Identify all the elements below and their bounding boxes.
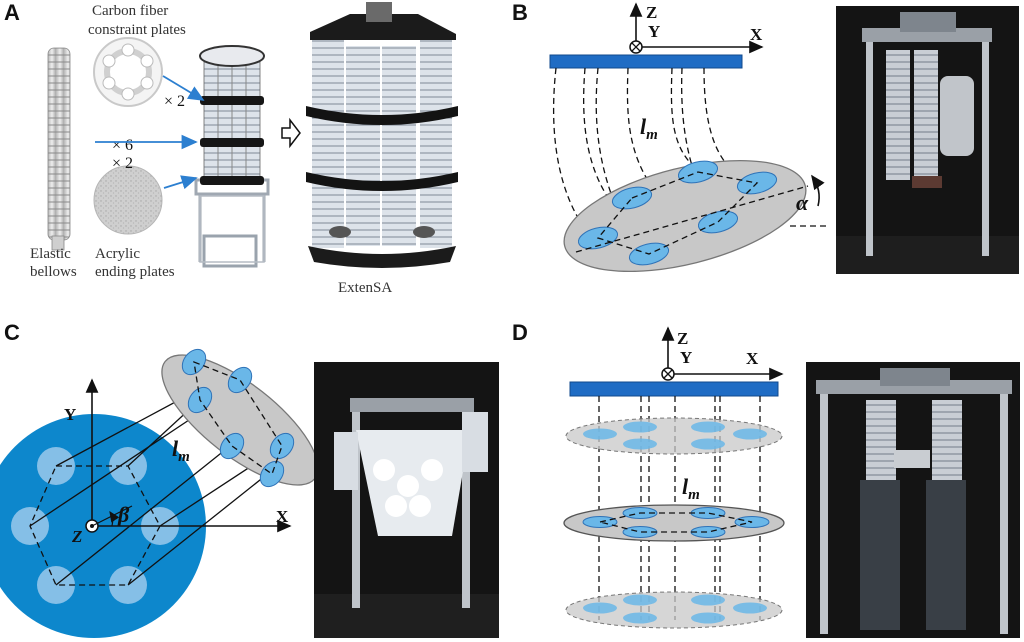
panel-letter-d: D	[512, 320, 528, 345]
b-z-label: Z	[646, 3, 657, 22]
panel-letter-b: B	[512, 0, 528, 25]
c-z-label: Z	[71, 527, 82, 546]
b-x-label: X	[750, 25, 763, 44]
multiplier-bottom: × 2	[112, 155, 133, 172]
b-top-plate	[549, 54, 743, 69]
extensa-assembled-image	[306, 2, 458, 268]
c-x-label: X	[276, 507, 289, 526]
b-y-label: Y	[648, 22, 660, 41]
acrylic-label-line1: Acrylic	[95, 246, 140, 262]
multiplier-middle: × 6	[112, 137, 133, 154]
d-top-plate	[569, 381, 779, 397]
c-photo	[314, 362, 499, 638]
b-y-axis-icon	[629, 40, 643, 54]
d-plate-middle	[563, 504, 785, 542]
panel-letter-a: A	[4, 0, 20, 25]
c-lm-label: lm	[172, 436, 190, 465]
d-x-label: X	[746, 349, 759, 368]
carbon-label-line2: constraint plates	[88, 22, 186, 38]
c-beta-arc	[109, 511, 120, 527]
d-plate-top	[565, 417, 783, 455]
b-alpha-label: α	[796, 190, 809, 215]
elastic-bellows-image	[47, 47, 71, 251]
d-y-axis-icon	[661, 367, 675, 381]
c-tilted-plate	[161, 348, 319, 488]
d-z-label: Z	[677, 329, 688, 348]
elastic-label-line1: Elastic	[30, 246, 71, 262]
carbon-label-line1: Carbon fiber	[92, 3, 168, 19]
b-bottom-plate	[563, 159, 809, 273]
b-lm-label: lm	[640, 114, 658, 143]
c-y-label: Y	[64, 405, 76, 424]
acrylic-plate-image	[93, 165, 163, 235]
panel-letter-c: C	[4, 320, 20, 345]
panel-a: A Carbon fiber constraint plates Elastic…	[4, 0, 458, 296]
elastic-label-line2: bellows	[30, 264, 77, 280]
multiplier-top: × 2	[164, 93, 185, 110]
b-alpha-arrow	[811, 174, 825, 207]
d-lm-label: lm	[682, 474, 700, 503]
extensa-label: ExtenSA	[338, 280, 392, 296]
c-z-axis-icon	[85, 519, 99, 533]
assembly-arrow-icon	[281, 117, 301, 149]
assembly-module-image	[194, 45, 270, 268]
panel-d: D Z Y X	[512, 320, 1020, 638]
d-plate-bottom	[565, 591, 783, 629]
acrylic-label-line2: ending plates	[95, 264, 175, 280]
panel-b: B Z Y X	[512, 0, 1019, 274]
carbon-fiber-plate-image	[93, 37, 163, 107]
panel-c: C Y X Z β	[0, 320, 499, 638]
d-photo	[806, 362, 1020, 638]
arrow-carbon-plate	[162, 75, 205, 101]
b-photo	[836, 6, 1019, 274]
c-beta-label: β	[117, 502, 130, 527]
d-y-label: Y	[680, 348, 692, 367]
arrow-acrylic-plate	[163, 175, 198, 190]
